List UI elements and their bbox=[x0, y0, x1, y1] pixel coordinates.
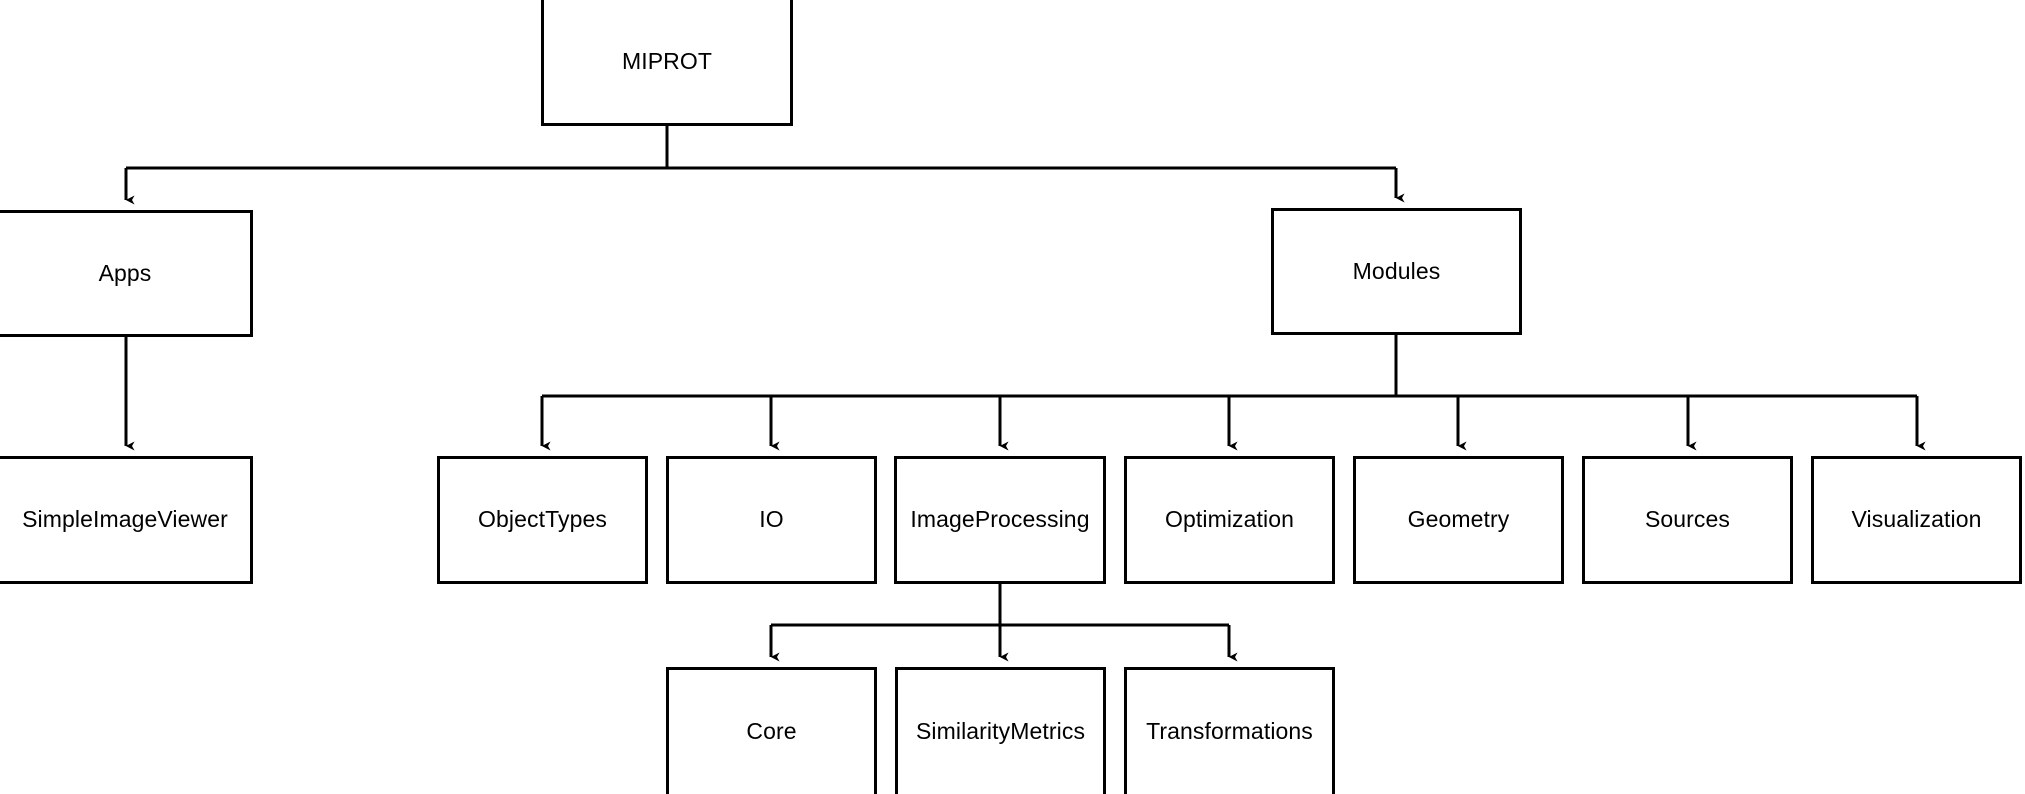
node-label-geometry: Geometry bbox=[1407, 506, 1510, 533]
node-visualization[interactable]: Visualization bbox=[1811, 456, 2022, 584]
node-geometry[interactable]: Geometry bbox=[1353, 456, 1564, 584]
node-simpleimageviewer[interactable]: SimpleImageViewer bbox=[0, 456, 253, 584]
node-sources[interactable]: Sources bbox=[1582, 456, 1793, 584]
node-label-core: Core bbox=[746, 718, 797, 745]
node-imageprocessing[interactable]: ImageProcessing bbox=[894, 456, 1106, 584]
node-label-simpleimageviewer: SimpleImageViewer bbox=[22, 506, 228, 533]
node-miprot[interactable]: MIPROT bbox=[541, 0, 793, 126]
node-modules[interactable]: Modules bbox=[1271, 208, 1522, 335]
edge-modules-bus bbox=[542, 335, 1917, 398]
node-transformations[interactable]: Transformations bbox=[1124, 667, 1335, 794]
node-label-optimization: Optimization bbox=[1164, 506, 1295, 533]
node-core[interactable]: Core bbox=[666, 667, 877, 794]
node-label-objecttypes: ObjectTypes bbox=[478, 506, 607, 533]
node-label-imageprocessing: ImageProcessing bbox=[910, 506, 1090, 533]
edge-miprot-bus bbox=[126, 126, 1396, 170]
node-label-sources: Sources bbox=[1644, 506, 1731, 533]
node-label-modules: Modules bbox=[1352, 257, 1441, 284]
node-label-transformations: Transformations bbox=[1146, 718, 1313, 745]
node-io[interactable]: IO bbox=[666, 456, 877, 584]
node-label-miprot: MIPROT bbox=[621, 47, 713, 74]
edge-imageprocessing-bus bbox=[771, 584, 1229, 627]
node-label-visualization: Visualization bbox=[1851, 506, 1982, 533]
node-apps[interactable]: Apps bbox=[0, 210, 253, 337]
node-label-io: IO bbox=[759, 506, 784, 533]
node-optimization[interactable]: Optimization bbox=[1124, 456, 1335, 584]
node-objecttypes[interactable]: ObjectTypes bbox=[437, 456, 648, 584]
node-similaritymetrics[interactable]: SimilarityMetrics bbox=[895, 667, 1106, 794]
node-label-similaritymetrics: SimilarityMetrics bbox=[915, 718, 1086, 745]
node-label-apps: Apps bbox=[98, 259, 152, 286]
